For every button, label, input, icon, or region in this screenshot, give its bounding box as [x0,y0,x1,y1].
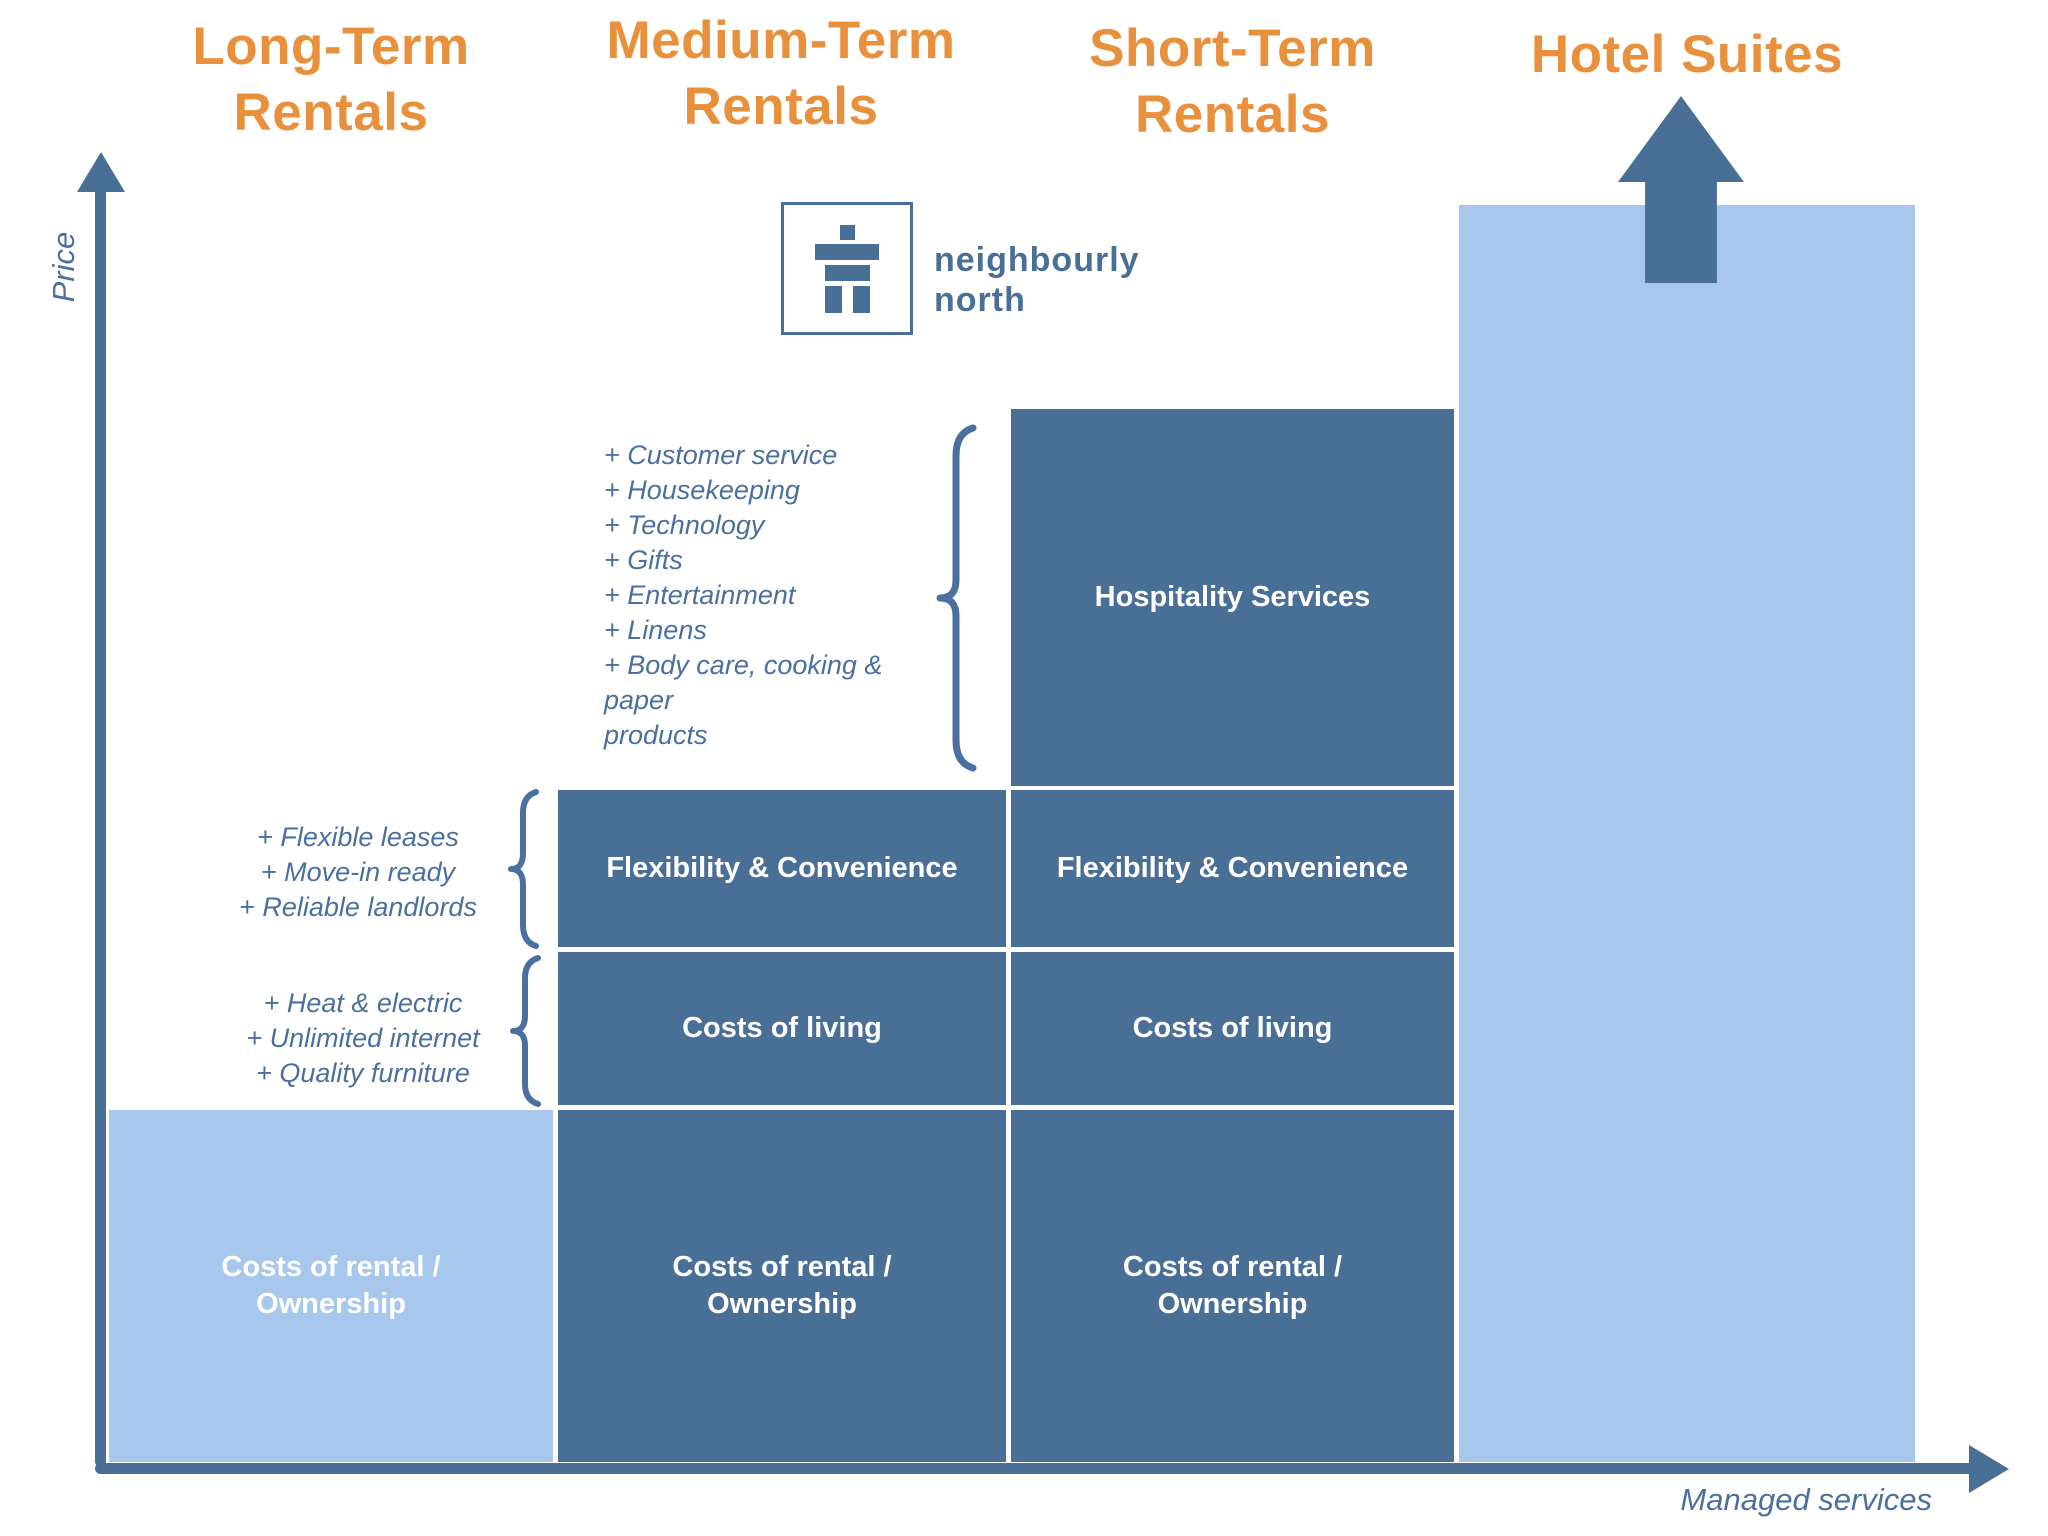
y-axis-label: Price [46,231,81,303]
bar-label-rental: Costs of rental / Ownership [1122,1251,1343,1320]
bar-hotel-suites [1459,205,1915,1462]
bar-label-flexibility: Flexibility & Convenience [606,852,958,884]
header-medium-term: Medium-Term Rentals [606,11,956,137]
bar-label-living: Costs of living [682,1012,882,1044]
bar-long-term-rental: Costs of rental / Ownership [109,1110,553,1462]
curly-brace-hospitality [936,424,977,772]
bar-label-flexibility: Flexibility & Convenience [1056,852,1409,884]
bar-medium-living: Costs of living [558,952,1006,1105]
bar-medium-flexibility: Flexibility & Convenience [558,790,1006,947]
bar-short-rental: Costs of rental / Ownership [1011,1110,1454,1462]
note-costs-of-living: + Heat & electric + Unlimited internet +… [246,988,480,1088]
bar-short-flexibility: Flexibility & Convenience [1011,790,1454,947]
bar-label-rental: Costs of rental / Ownership [221,1251,441,1320]
x-axis-line [95,1463,1977,1474]
header-long-term: Long-Term Rentals [192,17,470,143]
bar-label-living: Costs of living [1132,1012,1333,1044]
bar-label-rental: Costs of rental / Ownership [672,1251,892,1320]
bar-short-hospitality: Hospitality Services [1011,409,1454,786]
y-axis-arrowhead [77,152,125,192]
x-axis-arrowhead [1969,1445,2009,1493]
header-short-term: Short-Term Rentals [1089,19,1376,145]
note-hospitality-services: + Customer service + Housekeeping + Tech… [604,440,883,750]
bar-short-living: Costs of living [1011,952,1454,1105]
y-axis-line [95,174,106,1467]
bar-label-hospitality: Hospitality Services [1094,581,1371,613]
curly-brace-flexibility [508,789,539,949]
bar-medium-rental: Costs of rental / Ownership [558,1110,1006,1462]
inukshuk-icon [815,224,879,313]
x-axis-label: Managed services [1680,1482,1932,1517]
logo-box [781,202,913,335]
logo-wordmark: neighbourly north [934,241,1140,319]
note-flexibility: + Flexible leases + Move-in ready + Reli… [239,822,477,922]
curly-brace-living [510,955,541,1107]
header-hotel-suites: Hotel Suites [1530,25,1844,84]
